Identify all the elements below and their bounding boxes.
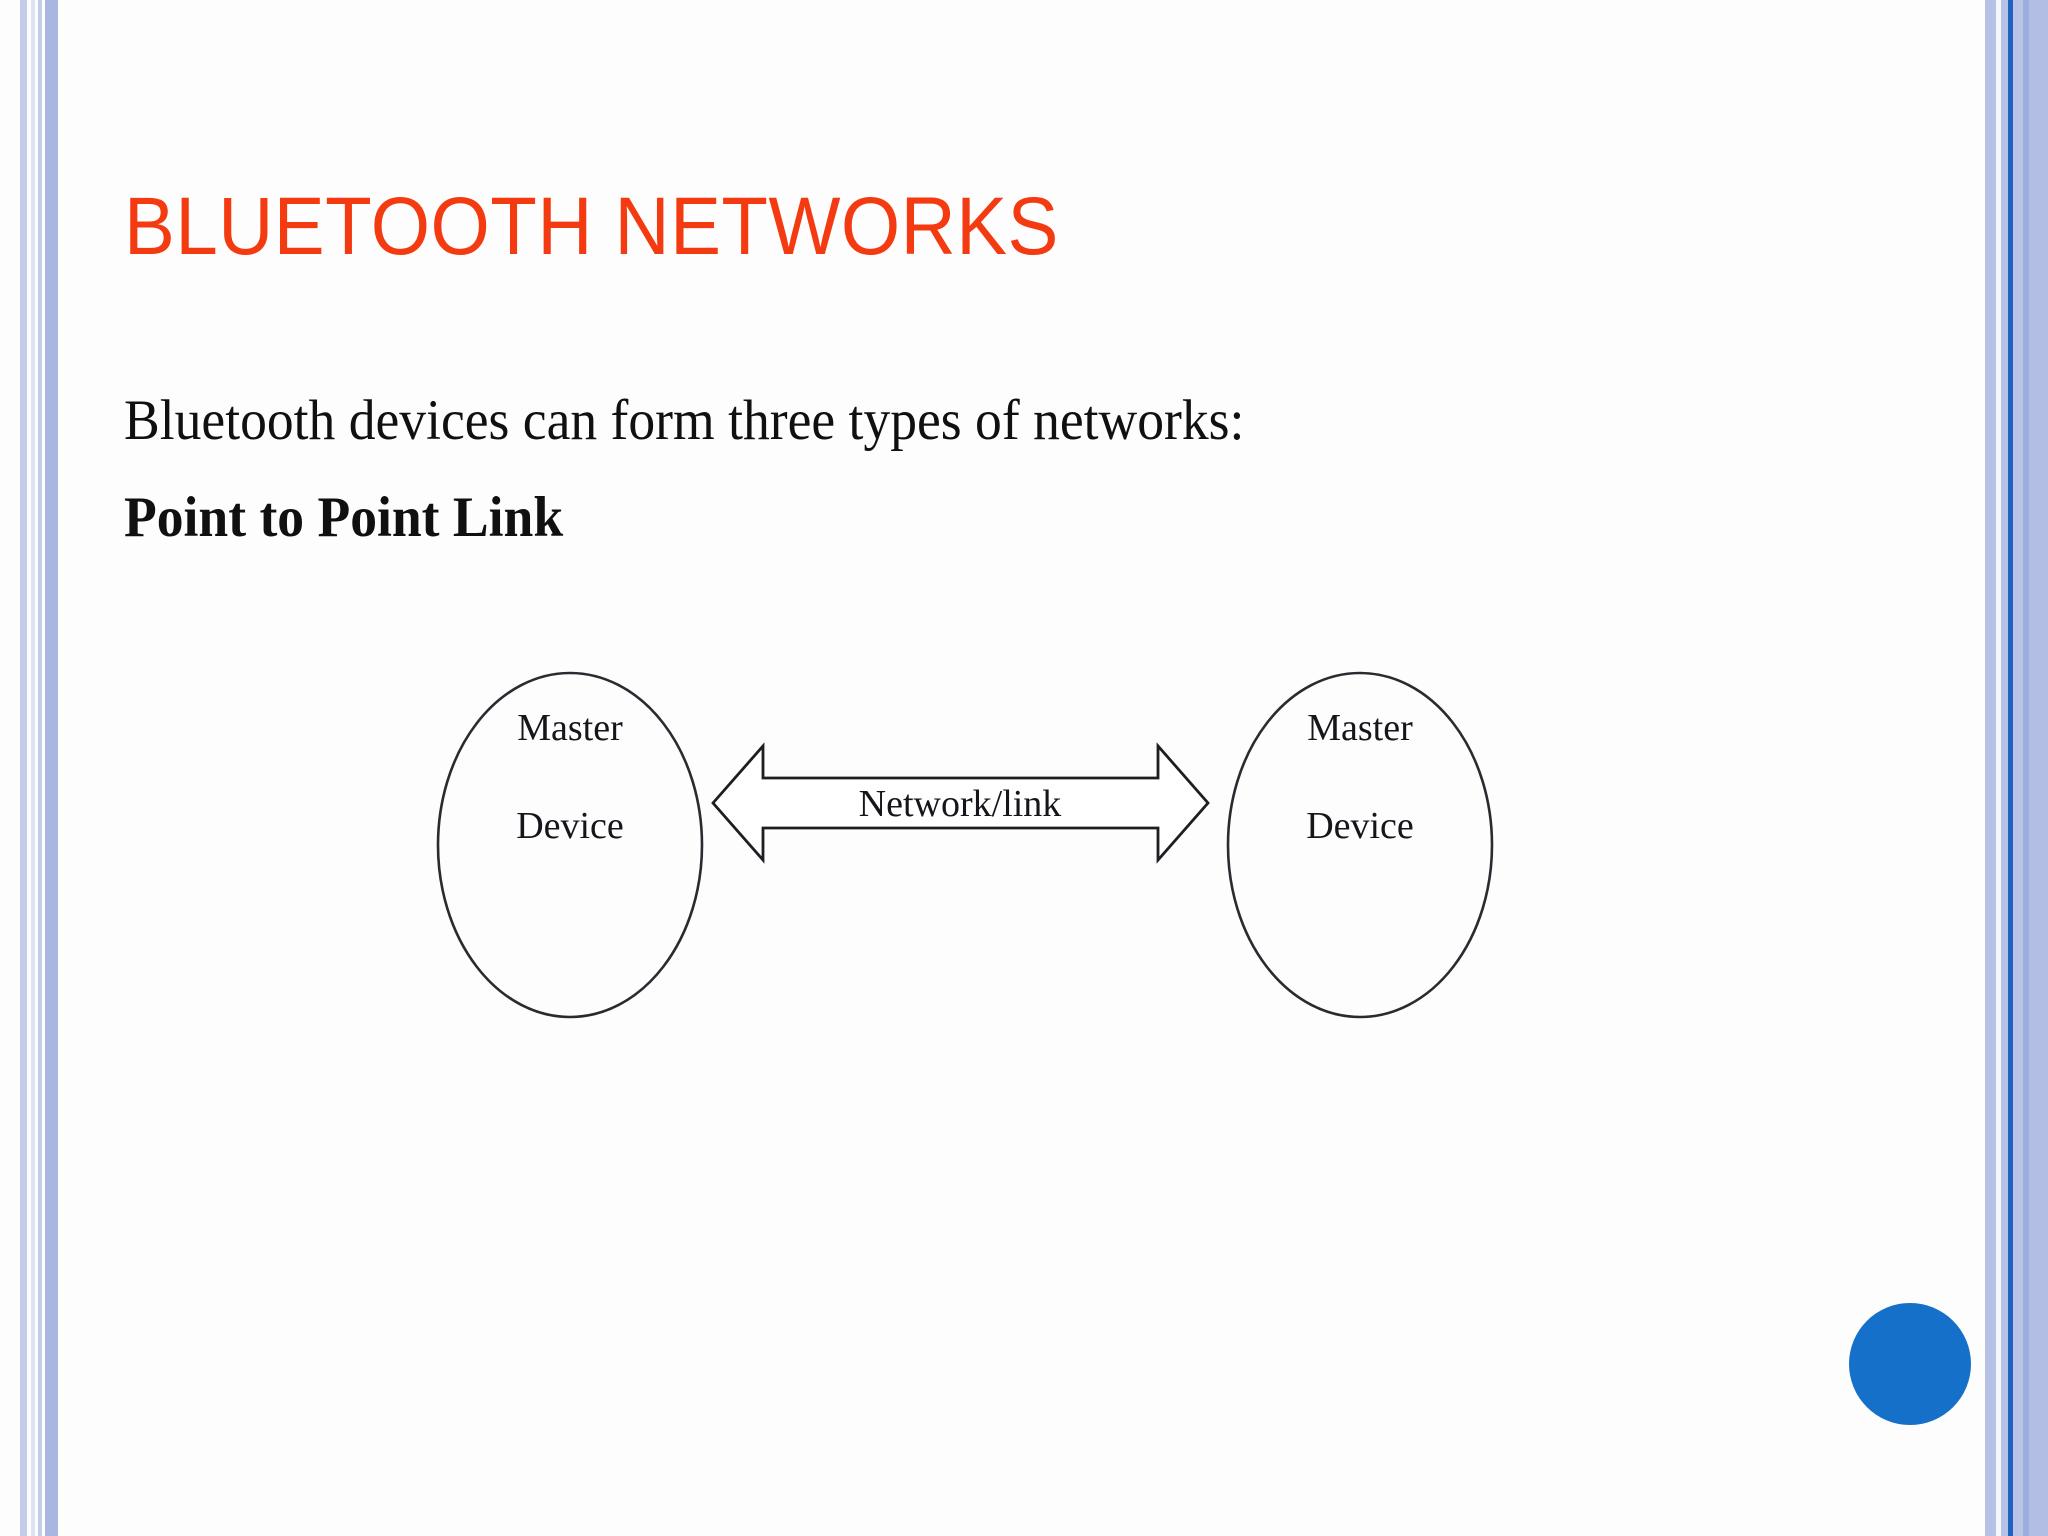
slide-title: BLUETOOTH NETWORKS (124, 181, 1059, 272)
network-link-label: Network/link (859, 783, 1062, 825)
right-node-label-line2: Device (1306, 805, 1414, 847)
accent-circle-decoration (1849, 1303, 1971, 1425)
right-border-stripe-2 (1996, 0, 2001, 1536)
left-device-ellipse (436, 671, 704, 1019)
left-border-stripe-1 (20, 0, 27, 1536)
right-border-stripe-7 (2029, 0, 2048, 1536)
left-border-stripe-3 (38, 0, 42, 1536)
right-border-stripe-accent (2008, 0, 2013, 1536)
left-border-stripe-4 (45, 0, 58, 1536)
right-node-label-line1: Master (1307, 707, 1413, 749)
left-node-label-line1: Master (517, 707, 623, 749)
body-line-intro: Bluetooth devices can form three types o… (124, 389, 1245, 452)
right-border-stripe-5 (2013, 0, 2023, 1536)
right-border-stripe-3 (2001, 0, 2008, 1536)
point-to-point-link-diagram: Master Device Network/link Master Device (430, 630, 1550, 1090)
left-border-stripe-2 (31, 0, 35, 1536)
right-border-stripe-6 (2023, 0, 2029, 1536)
left-node-label-line2: Device (516, 805, 624, 847)
right-border-stripe-1 (1985, 0, 1996, 1536)
network-link-arrow (711, 742, 1210, 864)
slide-body: Bluetooth devices can form three types o… (124, 372, 1824, 566)
right-device-ellipse (1226, 671, 1494, 1019)
body-line-network-type: Point to Point Link (124, 486, 564, 549)
